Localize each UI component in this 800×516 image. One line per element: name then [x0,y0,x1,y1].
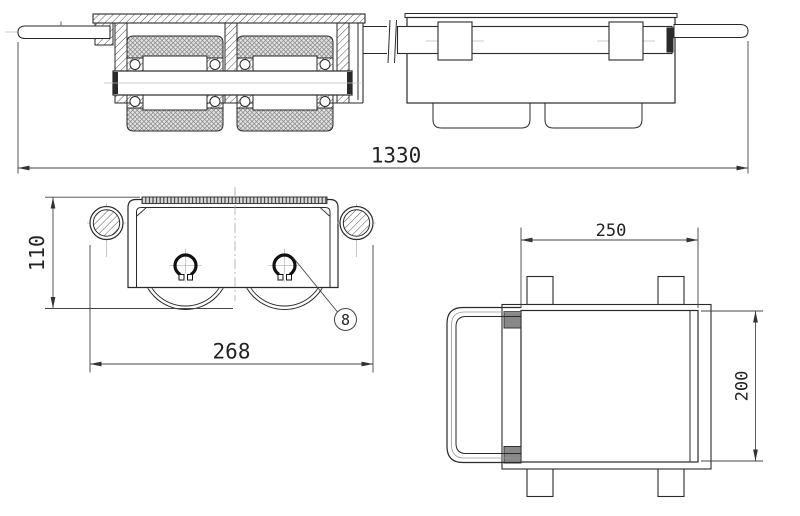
break-line-1 [387,19,391,64]
top-plate-section [92,13,366,24]
right-roller-upper [236,35,334,59]
right-roller-lower [236,107,334,132]
roller-end-top-left [526,275,554,306]
bearings-lower [126,94,334,109]
clamp-block-right [608,21,644,61]
handle-pad-top [503,311,522,329]
dimension-top-plate-width: 250 [520,221,699,308]
handle-rod [17,25,111,40]
chamfer-tick-right [320,207,330,217]
tube-end-cap [666,27,674,53]
handle-inner-edge [455,316,521,454]
front-view: 8 [87,187,376,331]
left-roller-bore-lower [142,94,208,111]
top-view [446,275,712,498]
section-view [5,13,397,132]
left-roller-lower [126,107,224,132]
dimension-label-top-plate-width: 250 [596,221,627,241]
roller-end-top-right [657,275,685,306]
circlip-right [268,249,301,282]
balloon-circle [334,308,357,331]
handle-tube-core-left [92,209,121,237]
right-roller-bore-upper [252,55,318,72]
front-body-inner-outline [136,207,331,288]
dimension-overall-length: 1330 [17,41,749,174]
roller-right-outline [544,102,643,129]
roller-arcs [147,288,323,310]
top-body-outline [520,309,699,463]
dimension-front-height: 110 [25,196,233,309]
left-roller-bore-upper [142,55,208,72]
handle-tube-core-right [342,209,371,237]
right-roller-bore-lower [252,94,318,111]
dimension-front-width: 268 [89,245,374,373]
handle-outer-edge [446,306,521,464]
roller-left-outline [432,102,531,129]
dimension-label-front-width: 268 [213,340,251,364]
side-view [396,13,749,129]
balloon-label: 8 [341,311,350,329]
handle-mid-line [451,311,521,459]
balloon-leader-line [293,257,338,313]
handle-pad-bottom [503,446,522,464]
handle-socket-section [94,22,114,46]
chamfer-tick-left [136,207,147,217]
dimension-label-front-height: 110 [25,235,49,271]
roller-end-bottom-left [526,467,554,498]
clamp-block-left [437,21,473,61]
handle-rod-right [673,24,749,38]
dimension-label-top-plate-depth: 200 [733,371,753,402]
break-line-2 [394,19,397,64]
dimension-top-plate-depth: 200 [701,310,763,462]
roller-end-bottom-right [657,467,685,498]
left-roller-upper [126,35,224,59]
circlip-left [169,249,202,282]
dimension-label-overall-length: 1330 [371,144,422,168]
knurled-pad [141,196,328,204]
